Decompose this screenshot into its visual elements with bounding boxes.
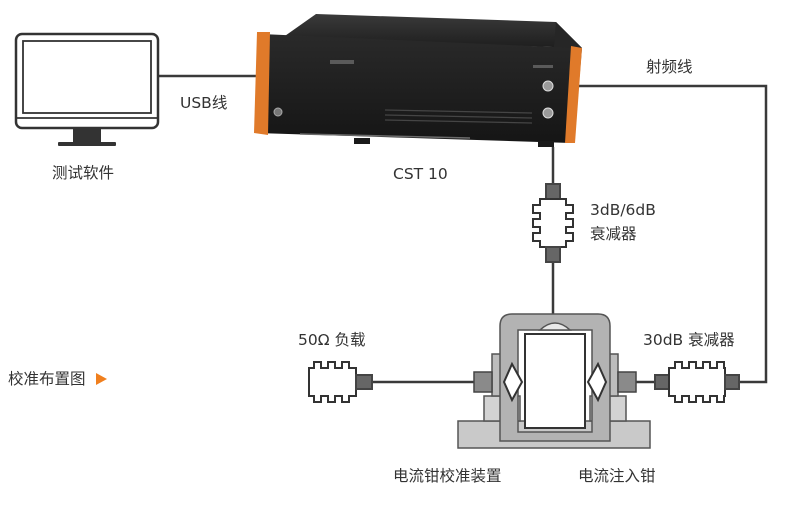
rf-cable-label: 射频线 <box>646 58 693 76</box>
fixture-label: 电流钳校准装置 <box>393 467 502 485</box>
attenuator-3-6db-label-line2: 衰减器 <box>590 225 637 243</box>
load-label: 50Ω 负载 <box>298 331 366 349</box>
software-label: 测试软件 <box>52 164 115 182</box>
attenuator-3-6db-icon <box>532 183 574 263</box>
clamp-core <box>524 333 586 429</box>
rf-cable <box>556 84 768 384</box>
injection-clamp-label: 电流注入钳 <box>578 467 656 485</box>
device-label: CST 10 <box>393 165 448 183</box>
clamp-fixture <box>457 313 651 449</box>
vent-grille <box>384 109 533 124</box>
monitor-icon <box>14 32 160 146</box>
attenuator-30db-label: 30dB 衰减器 <box>643 331 735 349</box>
attenuator-3-6db-label-line1: 3dB/6dB <box>590 201 656 219</box>
cables <box>157 74 768 384</box>
cst10-device <box>254 14 582 147</box>
rf-port-2 <box>542 107 554 119</box>
load-50-ohm-icon <box>308 361 373 403</box>
usb-cable-label: USB线 <box>180 94 228 112</box>
triangle-right-icon <box>95 373 107 385</box>
rf-port <box>542 80 554 92</box>
layout-title-text: 校准布置图 <box>8 370 86 388</box>
attenuator-30db-icon <box>654 361 740 403</box>
layout-title: 校准布置图 <box>8 369 107 389</box>
power-button <box>273 107 283 117</box>
